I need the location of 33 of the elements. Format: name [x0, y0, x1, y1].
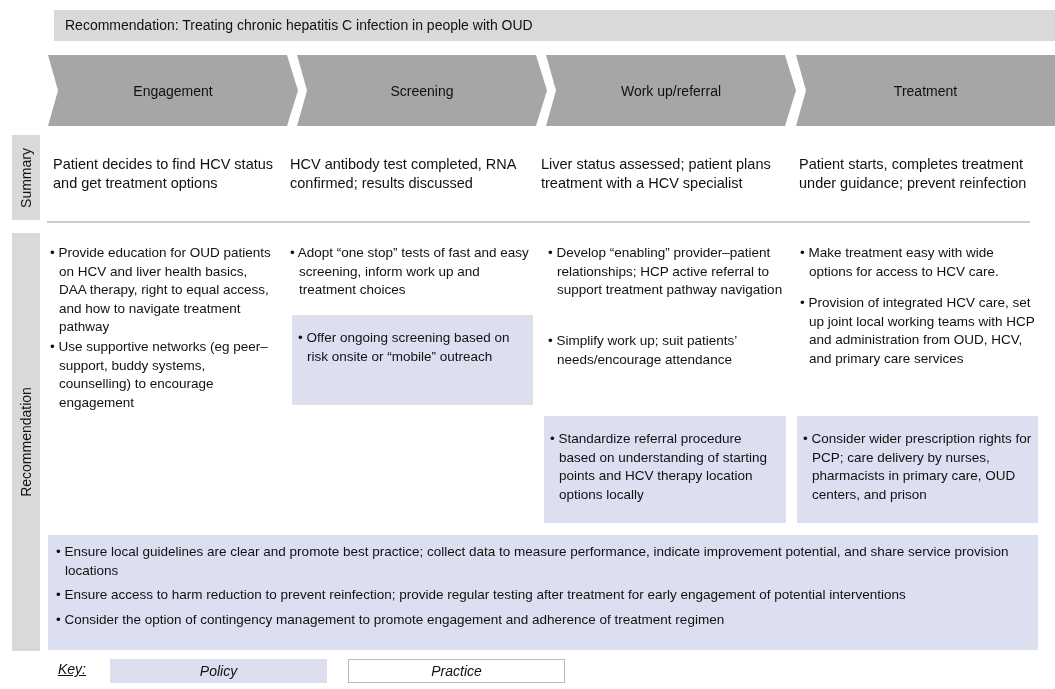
policy-item: • Ensure local guidelines are clear and promote best practice; collect data to measure performance, indicate improvement potential, and share service provision locations [56, 543, 1010, 580]
practice-item: • Adopt “one stop” tests of fast and easy screening, inform work up and treatment choices [290, 244, 530, 299]
practice-item: • Provision of integrated HCV care, set up joint local working teams with HCP and administration from OUD, HCV, and primary care services [800, 294, 1035, 368]
policy-box [48, 535, 1038, 650]
practice-item: • Provide education for OUD patients on HCV and liver health basics, DAA therapy, right to equal access, and how to navigate treatment pathway [50, 244, 272, 336]
legend-label: Practice [431, 663, 482, 679]
policy-item: • Standardize referral procedure based on understanding of starting points and HCV therapy location options locally [550, 430, 768, 504]
policy-item: • Ensure access to harm reduction to prevent reinfection; provide regular testing after treatment for early engagement of potential interventions [56, 586, 907, 604]
policy-box [292, 315, 533, 405]
practice-item: • Make treatment easy with wide options for access to HCV care. [800, 244, 1000, 281]
summary-text: Patient decides to find HCV status and get treatment options [53, 155, 275, 193]
summary-text: Liver status assessed; patient plans treatment with a HCV specialist [541, 155, 772, 193]
policy-box [797, 416, 1038, 523]
key-label: Key: [58, 661, 86, 677]
stage-title: Work up/referral [620, 82, 722, 99]
row-heading: Recommendation [18, 387, 34, 497]
practice-item: • Simplify work up; suit patients’ needs/encourage attendance [548, 332, 738, 369]
policy-item: • Consider the option of contingency management to promote engagement and adherence of treatment regimen [56, 610, 726, 629]
policy-item: • Consider wider prescription rights for PCP; care delivery by nurses, pharmacists in primary care, OUD centers, and prison [803, 430, 1032, 504]
stage-title: Engagement [133, 82, 213, 99]
policy-item: • Offer ongoing screening based on risk onsite or “mobile” outreach [298, 329, 511, 366]
stage-title: Screening [390, 82, 454, 99]
practice-item: • Use supportive networks (eg peer–support, buddy systems, counselling) to encourage engagement [50, 338, 269, 412]
policy-box [544, 416, 786, 523]
row-heading: Summary [18, 147, 34, 208]
side-band [12, 135, 40, 220]
side-band [12, 233, 40, 651]
legend-label: Policy [199, 663, 238, 679]
title-band: Recommendation: Treating chronic hepatitis C infection in people with OUD [54, 10, 1055, 41]
summary-text: HCV antibody test completed, RNA confirmed; results discussed [290, 155, 518, 193]
stage-title: Treatment [893, 82, 958, 99]
summary-text: Patient starts, completes treatment under guidance; prevent reinfection [799, 155, 1028, 193]
practice-item: • Develop “enabling” provider–patient relationships; HCP active referral to support treatment pathway navigation [548, 244, 784, 299]
